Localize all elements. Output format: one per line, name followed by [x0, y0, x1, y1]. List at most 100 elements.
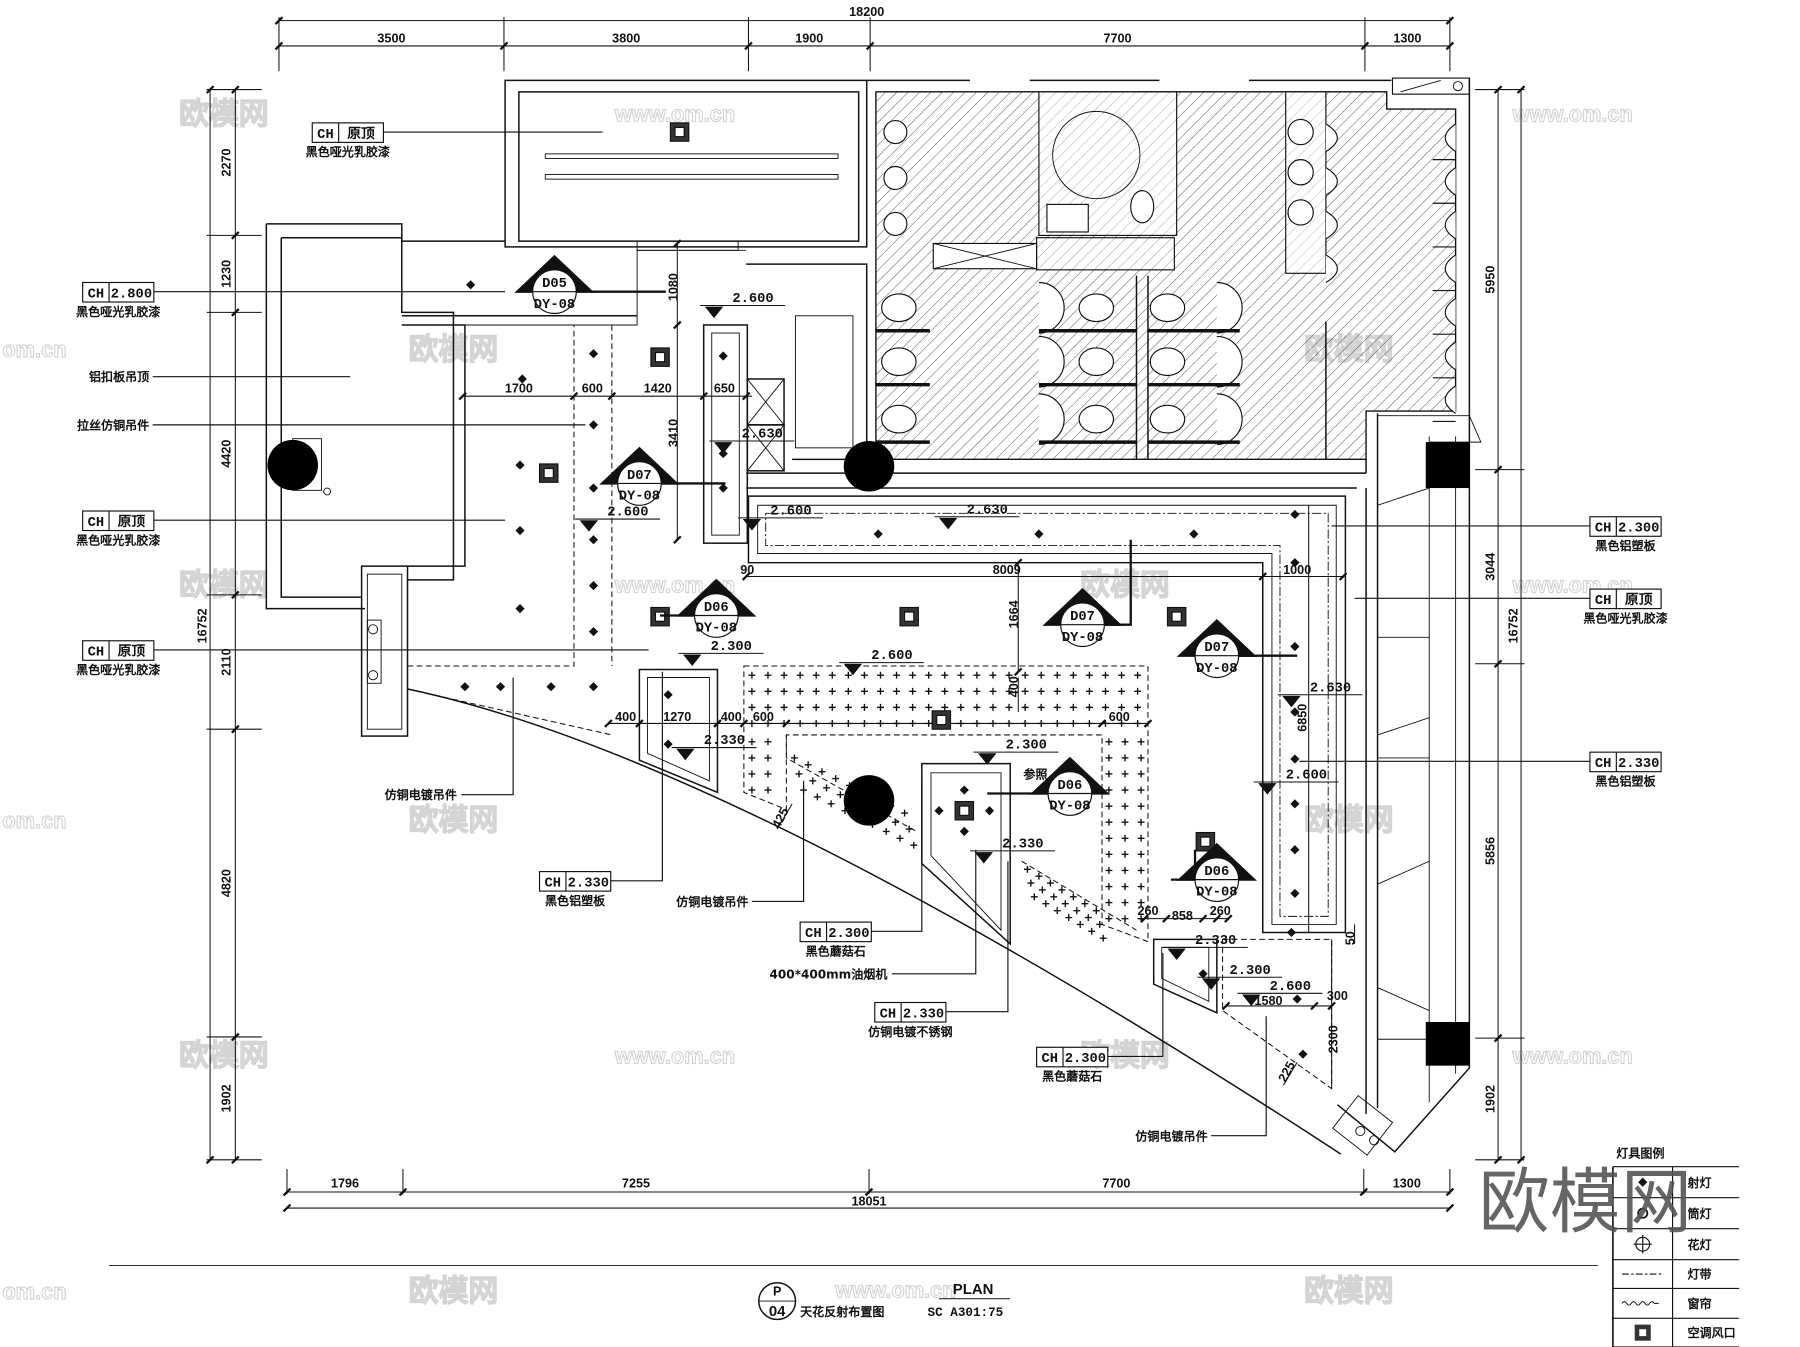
light-dot [957, 687, 965, 695]
spotlight-icon [1290, 509, 1300, 520]
dimension-right: 5950 [1484, 266, 1498, 294]
spotlight-icon [1290, 799, 1300, 809]
legend-label: 筒灯 [1688, 1206, 1712, 1221]
facade-lines [407, 324, 1342, 1155]
material-callout[interactable]: 铝扣板吊顶 [89, 369, 351, 384]
urinal-icon [1444, 341, 1456, 371]
level-triangle-icon [704, 306, 724, 319]
light-dot [1053, 907, 1061, 915]
spotlight-icon [718, 351, 728, 361]
urinal-icon [1444, 210, 1456, 240]
light-dot [1105, 818, 1113, 826]
dimension-tick [673, 320, 682, 330]
spotlight-icon [1298, 1049, 1308, 1059]
level-value: 2.330 [704, 734, 745, 749]
light-dot [1088, 927, 1096, 935]
ceiling-level-marker: 2.300 [678, 640, 764, 667]
material-callout[interactable]: 400*400mm油烟机 [770, 849, 977, 982]
section-sheet: DY-08 [534, 298, 575, 313]
callout-label: 铝扣板吊顶 [89, 369, 149, 384]
dimension-tick [699, 391, 708, 401]
light-dot [844, 703, 852, 711]
section-id: D06 [704, 601, 729, 616]
dimension-tick [1221, 1001, 1231, 1011]
dimension-tick [604, 719, 613, 728]
dimension-tick [1310, 1001, 1319, 1011]
ceiling-level-marker: 2.630 [934, 503, 1020, 530]
tag-caption: 黑色哑光乳胶漆 [1583, 610, 1667, 625]
dimension-interior: 8009 [993, 563, 1021, 577]
light-dot [1021, 687, 1029, 695]
tag-value: 2.300 [1618, 522, 1659, 537]
light-dot [1023, 865, 1031, 873]
light-dot [1121, 883, 1129, 890]
material-callout[interactable]: 仿铜电镀吊件 [676, 780, 805, 909]
ac-vent-icon [1634, 1324, 1651, 1341]
light-dot [909, 671, 917, 679]
dimension-interior: 6850 [1295, 704, 1309, 732]
watermark-url: www.om.cn [834, 1278, 955, 1303]
light-dot [1121, 834, 1129, 842]
light-dot [1092, 907, 1100, 915]
level-value: 2.600 [732, 292, 773, 307]
material-callout[interactable]: 仿铜电镀吊件 [1135, 1016, 1267, 1143]
ceiling-level-marker: 2.600 [839, 649, 925, 676]
spotlight-icon [718, 483, 728, 493]
spotlight-icon [588, 349, 599, 359]
tag-code: CH [1595, 757, 1612, 772]
light-dot [1137, 786, 1145, 794]
dimension-interior: 260 [1137, 904, 1158, 918]
dimension-tick [741, 572, 751, 581]
dimension-interior: 600 [753, 710, 774, 724]
light-dot [812, 687, 820, 695]
material-callout[interactable]: 拉丝仿铜吊件 [77, 417, 586, 432]
legend-label: 灯带 [1688, 1267, 1712, 1282]
dimension-left-total: 16752 [196, 608, 210, 643]
callout-label: 拉丝仿铜吊件 [77, 417, 149, 432]
toilet-icon [1078, 293, 1115, 323]
dimension-interior: 400 [615, 710, 636, 724]
material-callout[interactable]: 仿铜电镀吊件 [385, 677, 514, 803]
light-dot [1121, 786, 1129, 794]
ac-vent-icon [899, 606, 919, 627]
light-dot [905, 825, 913, 833]
light-dot [1137, 754, 1145, 762]
dimension-interior: 1580 [1254, 994, 1282, 1008]
ceiling-level-marker: 2.330 [671, 734, 757, 761]
tag-code: CH [88, 287, 105, 302]
level-triangle-icon [676, 748, 695, 761]
light-dot [877, 671, 884, 679]
level-triangle-icon [579, 520, 599, 532]
light-dot [1105, 866, 1113, 874]
light-dot [1069, 703, 1077, 711]
spotlight-icon [959, 785, 969, 795]
dimension-interior: 260 [1210, 904, 1231, 918]
spotlight-icon [1198, 969, 1208, 979]
light-dot [1121, 738, 1129, 746]
light-dot [780, 671, 788, 679]
spotlight-icon [1286, 927, 1297, 938]
leader-line [1107, 953, 1164, 1058]
tag-value: 2.300 [1065, 1052, 1106, 1067]
ceiling-level-marker: 2.600 [700, 292, 786, 319]
dimension-tick [1013, 558, 1023, 567]
